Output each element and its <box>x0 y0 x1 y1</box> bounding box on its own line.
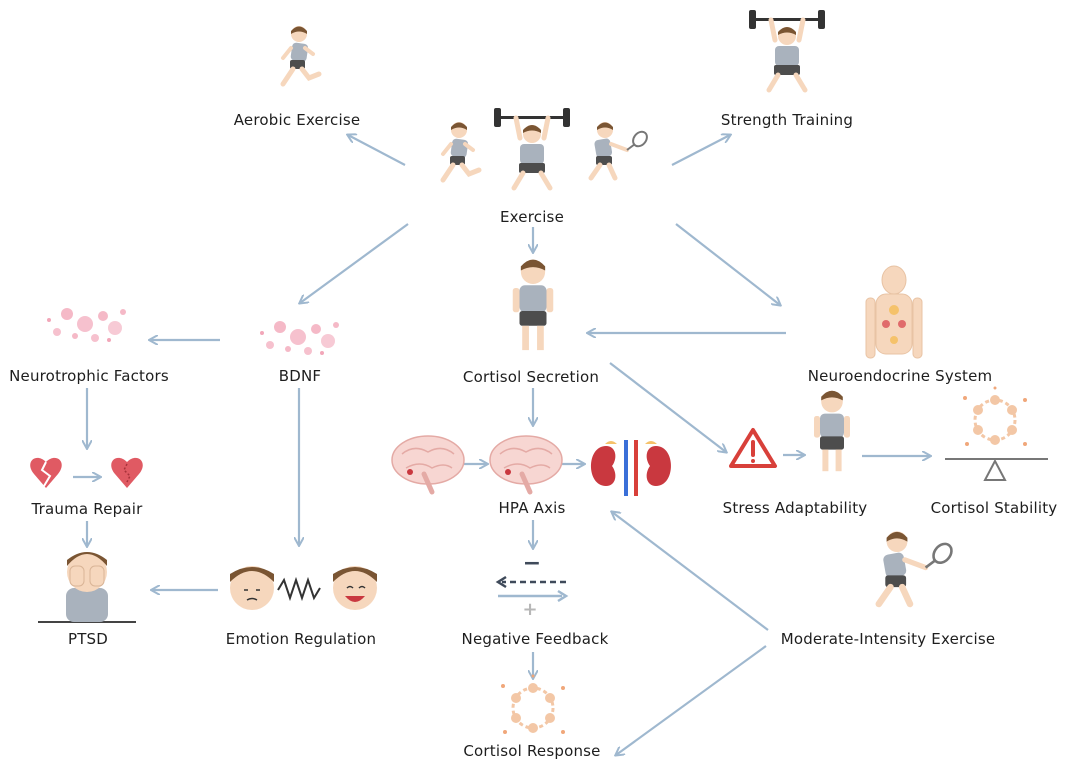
warning-triangle-icon <box>729 428 777 468</box>
feedback-plus-sign: + <box>522 599 538 620</box>
node-trauma-repair: Trauma Repair <box>31 500 143 518</box>
node-cortisol-stability: Cortisol Stability <box>930 499 1058 517</box>
node-cortisol-secretion: Cortisol Secretion <box>462 368 600 386</box>
node-negative-feedback: Negative Feedback <box>461 630 609 648</box>
kidneys-icon <box>591 440 671 496</box>
ptsd-figure-icon <box>38 552 136 623</box>
emotion-faces-icon <box>230 566 377 610</box>
node-ptsd: PTSD <box>67 630 109 648</box>
node-cortisol-response: Cortisol Response <box>463 742 601 760</box>
node-bdnf: BDNF <box>278 367 322 385</box>
cortisol-response-ring-icon <box>499 673 567 736</box>
node-hpa-axis: HPA Axis <box>498 499 566 517</box>
neuroendocrine-body-icon <box>865 265 923 359</box>
stress-figure-icon <box>814 390 850 472</box>
node-stress-adaptability: Stress Adaptability <box>722 499 868 517</box>
strength-lifter-icon <box>749 10 825 90</box>
node-aerobic-exercise: Aerobic Exercise <box>233 111 361 129</box>
moderate-exercise-tennis-icon <box>879 531 955 604</box>
connector-arrows <box>73 135 930 755</box>
balance-scale-icon <box>945 385 1048 481</box>
node-exercise: Exercise <box>499 208 565 226</box>
neurotrophic-particles-icon <box>47 308 126 342</box>
body-figure-icon <box>512 259 554 351</box>
broken-heart-icon <box>30 457 62 488</box>
node-strength-training: Strength Training <box>720 111 854 129</box>
feedback-minus-sign: − <box>522 551 542 576</box>
node-emotion-regulation: Emotion Regulation <box>225 630 377 648</box>
aerobic-runner-icon <box>283 26 319 84</box>
node-neurotrophic-factors: Neurotrophic Factors <box>9 367 169 385</box>
negative-feedback-arrows-icon <box>495 575 569 603</box>
node-moderate-intensity-exercise: Moderate-Intensity Exercise <box>780 630 996 648</box>
bdnf-particles-icon <box>260 321 339 355</box>
node-neuroendocrine-system: Neuroendocrine System <box>807 367 993 385</box>
exercise-icons <box>443 108 650 188</box>
mended-heart-icon <box>111 457 143 488</box>
